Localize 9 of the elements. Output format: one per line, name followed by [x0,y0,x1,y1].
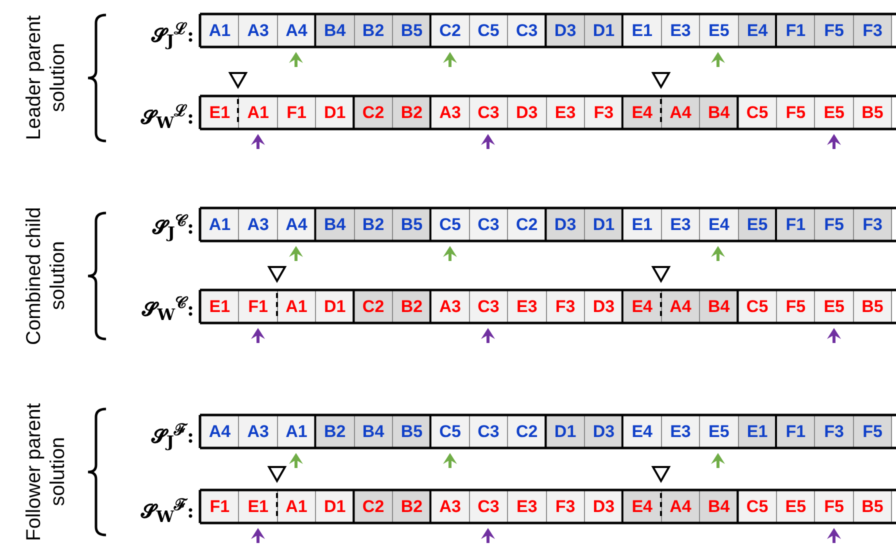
row-label: 𝓢$_{W}$$^{ℒ}$: [140,100,194,132]
group-label: Leader parent solution [22,14,70,142]
row-label: 𝓢$_{J}$$^{ℒ}$: [150,18,194,50]
row-label: 𝓢$_{J}$$^{ℱ}$: [150,419,194,452]
group-label: Combined child solution [22,206,70,347]
group-label: Follower parent solution [22,402,70,543]
row-label: 𝓢$_{W}$$^{𝒞}$: [140,293,194,324]
row-label: 𝓢$_{J}$$^{𝒞}$: [151,211,194,242]
row-label: 𝓢$_{W}$$^{ℱ}$: [140,494,194,526]
